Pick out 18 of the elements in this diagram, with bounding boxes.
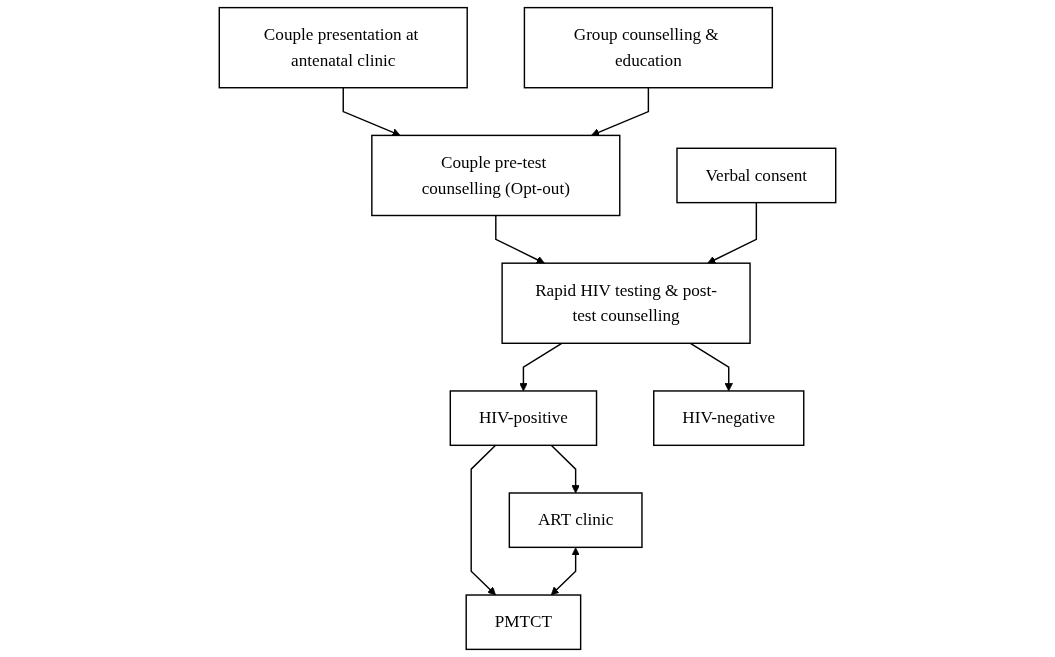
arrow — [550, 444, 580, 494]
arrow — [519, 342, 563, 392]
node-box: HIV-negative — [653, 390, 805, 447]
node-box: Group counselling & education — [523, 6, 774, 89]
node-box: Rapid HIV testing & post-test counselling — [501, 262, 751, 344]
arrow — [591, 87, 650, 137]
arrow — [707, 201, 758, 264]
arrow — [470, 444, 497, 596]
node-box: Verbal consent — [676, 147, 837, 204]
node-box: HIV-positive — [449, 390, 598, 447]
arrow — [495, 214, 545, 264]
arrow — [550, 547, 580, 596]
arrow — [689, 342, 733, 392]
arrow — [342, 87, 401, 137]
node-box: PMTCT — [465, 594, 582, 651]
node-box: Couple presentation at antenatal clinic — [218, 6, 468, 89]
node-box: Couple pre-test counselling (Opt-out) — [371, 134, 621, 217]
node-box: ART clinic — [508, 492, 643, 549]
